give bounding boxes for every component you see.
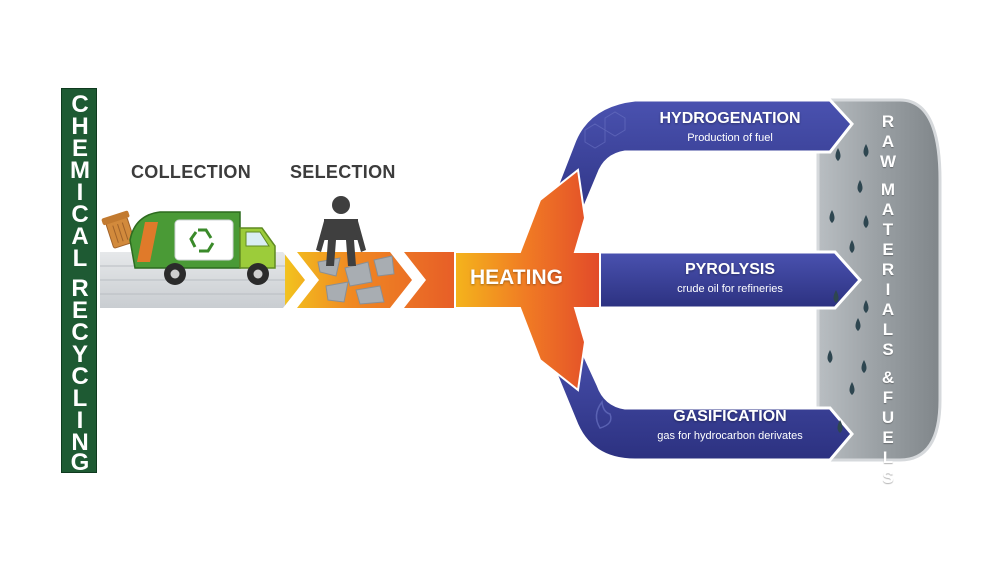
banner-letter: H (71, 113, 89, 140)
water-drop-icon (849, 382, 855, 395)
stage-title-collection: COLLECTION (131, 162, 251, 182)
water-drop-icon (849, 240, 855, 253)
water-drop-icon (863, 144, 869, 157)
banner-letter: C (71, 363, 89, 390)
banner-letter: L (72, 245, 88, 272)
person-icon (316, 196, 366, 266)
banner-letter: N (71, 429, 89, 456)
gasification-title: GASIFICATION (673, 408, 787, 425)
banner-letter: M (70, 157, 90, 184)
banner-letter: C (71, 91, 89, 118)
column-letter: E (882, 428, 894, 447)
banner-letter: A (71, 223, 89, 250)
column-letter: T (882, 220, 894, 239)
column-letter: L (882, 320, 894, 339)
chevron-separator (390, 252, 426, 308)
banner-letter: G (70, 449, 90, 476)
column-letter: A (881, 132, 895, 151)
heating-label: HEATING (470, 266, 563, 289)
banner-letter: I (76, 407, 84, 434)
column-letter: S (882, 340, 894, 359)
column-letter: R (881, 260, 895, 279)
hydrogenation-branch (537, 98, 854, 232)
water-drop-icon (827, 350, 833, 363)
water-drop-icon (861, 360, 867, 373)
pyrolysis-subtitle: crude oil for refineries (677, 283, 783, 295)
banner-letter: E (71, 297, 88, 324)
banner-letter: I (76, 179, 84, 206)
hexagon-pattern (584, 111, 626, 149)
banner-letter: L (72, 385, 88, 412)
column-letter: E (882, 240, 894, 259)
raw-materials-column (816, 98, 942, 462)
stage-title-selection: SELECTION (290, 162, 396, 182)
column-letter: A (881, 200, 895, 219)
column-letter: F (882, 388, 894, 407)
flame-icon (595, 400, 612, 429)
pyrolysis-title: PYROLYSIS (684, 261, 776, 278)
banner-letter: Y (71, 341, 88, 368)
trash-can-icon (101, 210, 135, 249)
recycle-icon (189, 228, 215, 253)
chemical-recycling-banner: C H E M I C A L R E C Y C L I N G (61, 88, 97, 476)
column-letter: A (881, 300, 895, 319)
water-drop-icon (857, 180, 863, 193)
hydrogenation-subtitle: Production of fuel (687, 132, 773, 144)
column-letter: L (882, 448, 894, 467)
heating-splitter (454, 168, 601, 392)
column-letter: R (881, 112, 895, 131)
water-drop-icon (863, 300, 869, 313)
waste-rubble (317, 255, 395, 305)
chevron-separator (283, 252, 319, 308)
banner-letter: E (71, 135, 88, 162)
garbage-truck-icon (129, 211, 276, 285)
hydrogenation-title: HYDROGENATION (659, 110, 801, 127)
gasification-branch (537, 333, 854, 462)
water-drops (827, 144, 869, 433)
banner-letter: R (71, 275, 89, 302)
column-letter: & (881, 368, 895, 387)
gasification-subtitle: gas for hydrocarbon derivates (657, 430, 803, 442)
banner-letter: C (71, 201, 89, 228)
column-letter: U (881, 408, 895, 427)
water-drop-icon (829, 210, 835, 223)
water-drop-icon (837, 420, 843, 433)
water-drop-icon (855, 318, 861, 331)
water-drop-icon (835, 148, 841, 161)
column-letter: I (885, 280, 891, 299)
column-letter: W (879, 152, 897, 171)
column-letter: S (882, 468, 894, 487)
column-letter: M (880, 180, 896, 199)
banner-letter: C (71, 319, 89, 346)
water-drop-icon (833, 290, 839, 303)
water-drop-icon (863, 215, 869, 228)
